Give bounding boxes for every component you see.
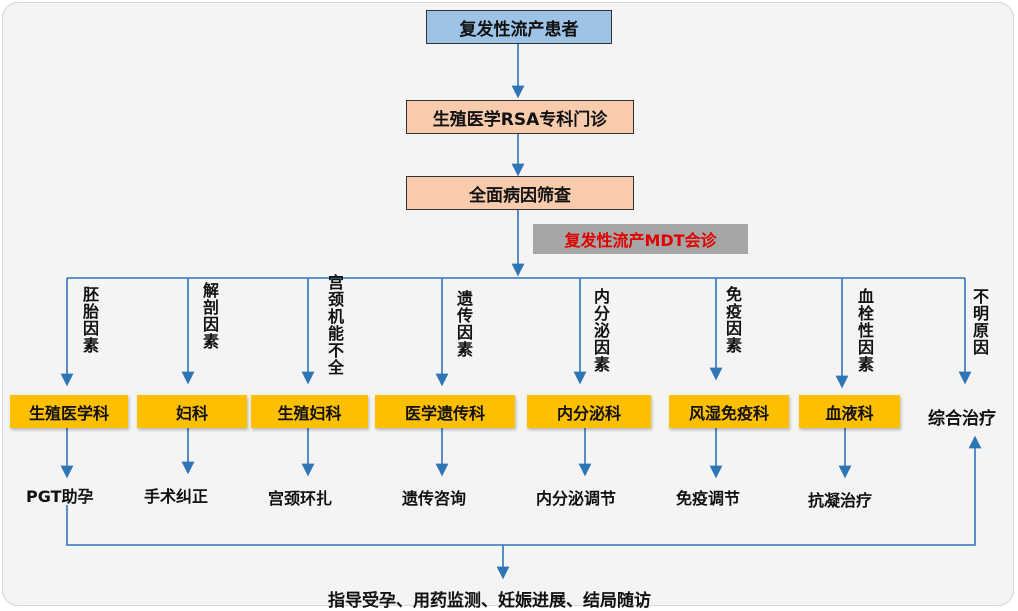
comprehensive-treatment: 综合治疗 xyxy=(928,409,996,429)
factor-label: 免疫因素 xyxy=(723,286,742,354)
dept-box: 血液科 xyxy=(799,395,900,428)
treatment-label: 内分泌调节 xyxy=(536,489,617,508)
follow-up-text: 指导受孕、用药监测、妊娠进展、结局随访 xyxy=(328,591,651,611)
dept-box: 医学遗传科 xyxy=(375,395,515,428)
factor-label: 解剖因素 xyxy=(200,282,219,350)
dept-box: 妇科 xyxy=(137,395,247,428)
screening-box: 全面病因筛查 xyxy=(406,176,634,210)
factor-label: 内分泌因素 xyxy=(591,288,610,373)
factor-label: 胚胎因素 xyxy=(80,286,99,354)
dept-box: 风湿免疫科 xyxy=(669,395,789,428)
patient-box: 复发性流产患者 xyxy=(426,10,612,44)
mdt-consultation-box: 复发性流产MDT会诊 xyxy=(533,224,748,254)
treatment-label: 手术纠正 xyxy=(144,487,209,506)
treatment-label: 宫颈环扎 xyxy=(268,489,333,508)
factor-label: 不明原因 xyxy=(970,288,989,356)
factor-label: 遗传因素 xyxy=(454,290,473,358)
treatment-label: PGT助孕 xyxy=(26,487,94,506)
dept-box: 生殖医学科 xyxy=(10,395,128,428)
factor-label: 宫颈机能不全 xyxy=(325,274,344,376)
dept-box: 生殖妇科 xyxy=(251,395,368,428)
treatment-label: 抗凝治疗 xyxy=(808,491,873,510)
treatment-label: 免疫调节 xyxy=(676,489,741,508)
factor-label: 血栓性因素 xyxy=(855,288,874,373)
rsa-clinic-box: 生殖医学RSA专科门诊 xyxy=(406,100,634,134)
treatment-label: 遗传咨询 xyxy=(402,489,467,508)
dept-box: 内分泌科 xyxy=(527,395,651,428)
